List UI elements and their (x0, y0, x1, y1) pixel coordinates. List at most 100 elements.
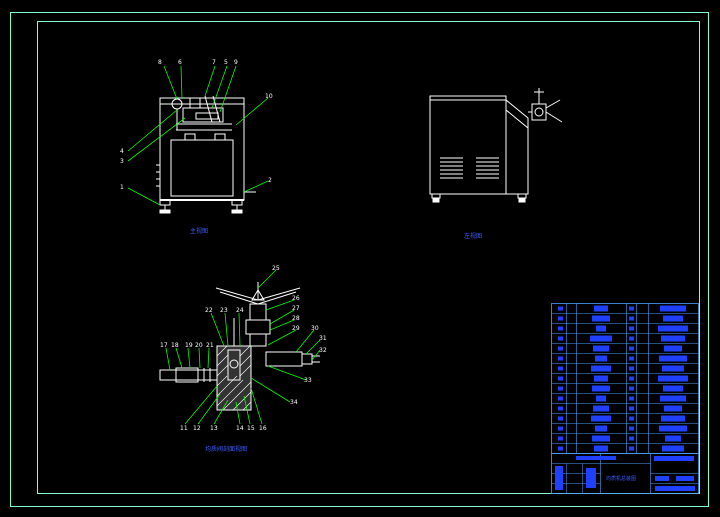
part-label-17: 17 (160, 342, 168, 349)
bom-cell-fill (663, 385, 683, 392)
bom-fills (558, 305, 688, 452)
bom-qty-fill (629, 316, 634, 321)
bom-table[interactable] (551, 303, 699, 454)
part-label-11: 11 (180, 425, 188, 432)
bom-qty-fill (629, 386, 634, 391)
bom-cell-fill (594, 445, 608, 452)
part-label-5: 5 (224, 59, 228, 66)
part-label-31: 31 (319, 335, 327, 342)
bom-cell-fill (593, 345, 609, 352)
bom-cell-fill (665, 435, 681, 442)
section-view-leaders (165, 269, 321, 425)
bom-qty-fill (629, 356, 634, 361)
bom-qty-fill (629, 416, 634, 421)
bom-qty-fill (629, 396, 634, 401)
part-label-28: 28 (292, 315, 300, 322)
bom-index-fill (558, 316, 563, 321)
part-label-26: 26 (292, 295, 300, 302)
bom-index-fill (558, 446, 563, 451)
part-label-8: 8 (158, 59, 162, 66)
bom-qty-fill (629, 406, 634, 411)
bom-cell-fill (595, 425, 607, 432)
bom-cell-fill (661, 415, 685, 422)
bom-qty-fill (629, 376, 634, 381)
part-label-10: 10 (265, 93, 273, 100)
part-label-1: 1 (120, 184, 124, 191)
part-label-22: 22 (205, 307, 213, 314)
side-view-caption: 左视图 (464, 232, 482, 240)
section-hatching (216, 345, 252, 411)
part-label-27: 27 (292, 305, 300, 312)
bom-cell-fill (659, 355, 687, 362)
bom-index-fill (558, 406, 563, 411)
part-label-7: 7 (212, 59, 216, 66)
bom-cell-fill (664, 345, 682, 352)
front-view-caption: 主视图 (190, 227, 208, 235)
bom-qty-fill (629, 326, 634, 331)
part-label-30: 30 (311, 325, 319, 332)
bom-cell-fill (663, 315, 683, 322)
part-label-29: 29 (292, 325, 300, 332)
front-view-part-labels: 8 6 7 5 9 10 4 3 1 2 (120, 59, 273, 191)
bom-cell-fill (661, 335, 685, 342)
bom-index-fill (558, 416, 563, 421)
section-view-caption: 均质阀剖面视图 (205, 445, 247, 453)
bom-cell-fill (591, 365, 611, 372)
drawing-title: 均质机总装图 (606, 475, 636, 482)
part-label-12: 12 (193, 425, 201, 432)
bom-cell-fill (596, 325, 606, 332)
title-block[interactable]: 均质机总装图 (551, 453, 699, 494)
bom-cell-fill (660, 305, 686, 312)
bom-qty-fill (629, 306, 634, 311)
bom-grid (551, 303, 699, 454)
bom-cell-fill (591, 415, 611, 422)
bom-index-fill (558, 426, 563, 431)
part-label-20: 20 (195, 342, 203, 349)
bom-cell-fill (662, 365, 684, 372)
part-label-25: 25 (272, 265, 280, 272)
part-label-18: 18 (171, 342, 179, 349)
part-label-34: 34 (290, 399, 298, 406)
bom-index-fill (558, 356, 563, 361)
bom-cell-fill (592, 435, 610, 442)
bom-cell-fill (658, 375, 688, 382)
bom-qty-fill (629, 426, 634, 431)
bom-index-fill (558, 366, 563, 371)
bom-cell-fill (596, 395, 606, 402)
front-view[interactable] (156, 95, 256, 214)
bom-cell-fill (664, 405, 682, 412)
bom-cell-fill (595, 355, 607, 362)
bom-index-fill (558, 326, 563, 331)
part-label-21: 21 (206, 342, 214, 349)
bom-qty-fill (629, 366, 634, 371)
side-view[interactable] (429, 88, 563, 203)
front-view-leaders (127, 65, 269, 206)
bom-index-fill (558, 306, 563, 311)
part-label-19: 19 (185, 342, 193, 349)
bom-index-fill (558, 436, 563, 441)
bom-cell-fill (660, 395, 686, 402)
part-label-33: 33 (304, 377, 312, 384)
part-label-4: 4 (120, 148, 124, 155)
part-label-2: 2 (268, 177, 272, 184)
section-view-part-labels: 25 26 27 28 29 30 31 32 33 34 22 23 24 1… (160, 265, 327, 432)
bom-cell-fill (594, 305, 608, 312)
bom-qty-fill (629, 336, 634, 341)
bom-qty-fill (629, 436, 634, 441)
bom-index-fill (558, 396, 563, 401)
bom-cell-fill (594, 375, 608, 382)
inner-frame (37, 21, 700, 494)
bom-qty-fill (629, 346, 634, 351)
bom-cell-fill (662, 445, 684, 452)
bom-cell-fill (658, 325, 688, 332)
part-label-6: 6 (178, 59, 182, 66)
part-label-3: 3 (120, 158, 124, 165)
outer-frame (10, 12, 709, 507)
bom-index-fill (558, 346, 563, 351)
part-label-24: 24 (236, 307, 244, 314)
part-label-16: 16 (259, 425, 267, 432)
part-label-14: 14 (236, 425, 244, 432)
bom-cell-fill (592, 385, 610, 392)
bom-cell-fill (593, 405, 609, 412)
